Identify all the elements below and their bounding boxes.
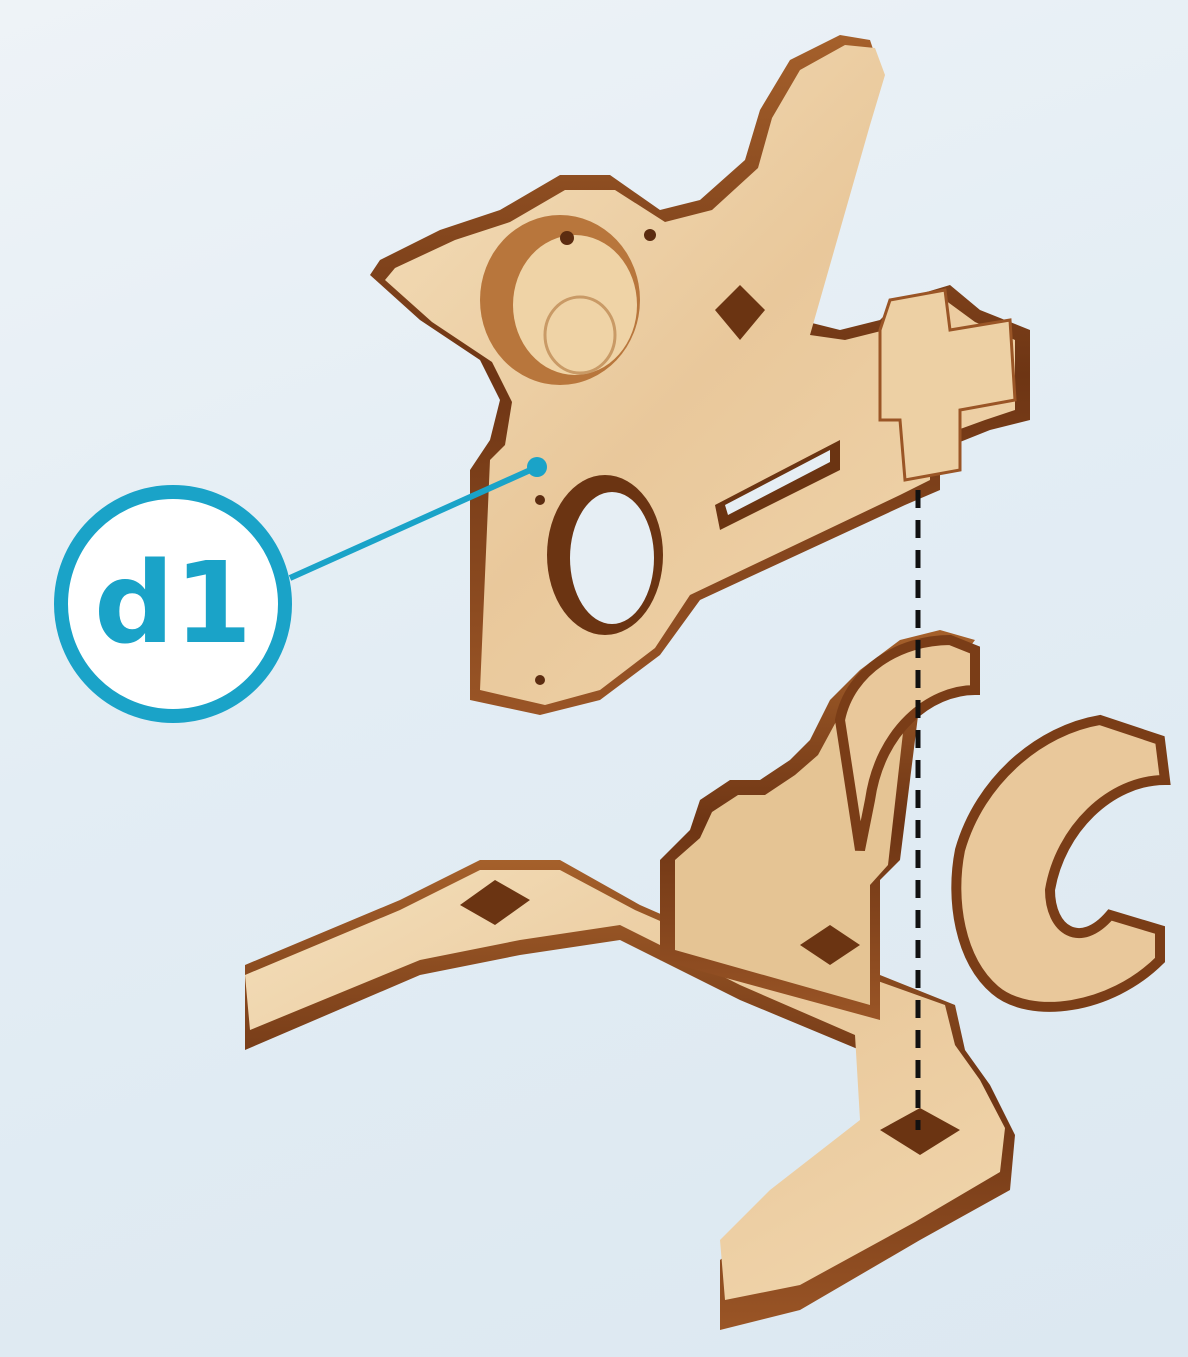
upper-part-screw-1 <box>560 231 574 245</box>
upper-part-edge-hole-1 <box>535 495 545 505</box>
upper-part-edge-hole-2 <box>535 675 545 685</box>
lower-wooden-part <box>245 630 1165 1330</box>
callout-anchor-dot <box>527 457 547 477</box>
upper-part-large-hole-inner <box>570 492 654 624</box>
upper-wooden-part <box>370 35 1030 715</box>
upper-part-screw-2 <box>644 229 656 241</box>
lower-part-claw-2 <box>956 720 1165 1007</box>
upper-part-boss-face <box>513 235 637 375</box>
callout-label: d1 <box>94 539 252 669</box>
